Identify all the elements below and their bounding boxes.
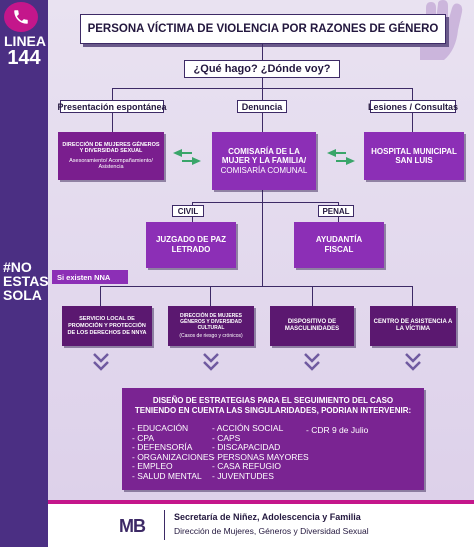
connector-line [262, 88, 263, 100]
connector-line [412, 286, 413, 306]
line-label: LINEA [4, 33, 46, 49]
strategies-column-1: - EDUCACIÓN - CPA - DEFENSORÍA - ORGANIZ… [132, 423, 215, 481]
logo-mark: MB [119, 516, 146, 536]
strategy-item: - DEFENSORÍA [132, 442, 193, 452]
chevron-down-icon [405, 353, 421, 371]
page-title: PERSONA VÍCTIMA DE VIOLENCIA POR RAZONES… [80, 14, 446, 44]
strategies-title: DISEÑO DE ESTRATEGIAS PARA EL SEGUIMIENT… [132, 396, 414, 416]
box-line: AYUDANTÍA [315, 235, 363, 244]
branch-label-spontaneous: Presentación espontánea [57, 100, 167, 113]
strategies-title-line: TENIENDO EN CUENTA LAS SINGULARIDADES, P… [134, 406, 412, 415]
box-line: JUZGADO DE PAZ [155, 235, 227, 244]
phone-icon [4, 2, 38, 32]
connector-line [312, 286, 313, 306]
connector-line [262, 112, 263, 132]
strategies-box: DISEÑO DE ESTRATEGIAS PARA EL SEGUIMIENT… [122, 388, 424, 490]
branch-label-injuries: Lesiones / Consultas [367, 100, 459, 113]
connector-line [112, 88, 113, 100]
box-line: SAN LUIS [395, 156, 433, 165]
strategy-item: - EMPLEO [132, 461, 173, 471]
connector-line [262, 202, 263, 286]
branch-label-complaint: Denuncia [237, 100, 287, 113]
hashtag-line: SOLA [3, 287, 42, 303]
connector-line [100, 286, 412, 287]
footer [48, 500, 474, 547]
strategies-title-line: DISEÑO DE ESTRATEGIAS PARA EL SEGUIMIENT… [152, 396, 394, 405]
hashtag-line: #NO [3, 259, 32, 275]
footer-divider [164, 510, 165, 540]
juzgado-box: JUZGADO DE PAZ LETRADO [146, 222, 236, 268]
connector-line [412, 88, 413, 100]
box-detail: Asesoramiento/ Acompañamiento/ Asistenci… [69, 157, 153, 171]
hashtag-no-estas-sola: #NO ESTAS SOLA [3, 259, 49, 303]
box-line: COMISARÍA COMUNAL [220, 165, 308, 175]
sidebar [0, 0, 48, 547]
ayudantia-box: AYUDANTÍA FISCAL [294, 222, 384, 268]
strategy-item: - JUVENTUDES [212, 470, 274, 481]
strategy-item: - ACCIÓN SOCIAL [212, 423, 284, 433]
connector-line [262, 78, 263, 88]
masculinidades-box: DISPOSITIVO DE MASCULINIDADES [270, 306, 354, 346]
connector-line [412, 112, 413, 132]
strategy-item: - DISCAPACIDAD [212, 442, 281, 452]
nna-tag: Si existen NNA [52, 270, 128, 284]
comisaria-box: COMISARÍA DE LA MUJER Y LA FAMILIA/ COMI… [212, 132, 316, 190]
strategy-item: - CAPS [212, 432, 241, 443]
strategy-item: - ORGANIZACIONES [132, 451, 215, 462]
civil-label: CIVIL [172, 205, 204, 217]
connector-line [192, 202, 338, 203]
direccion-diversidad-box: DIRECCIÓN DE MUJERES GÉNEROS Y DIVERSIDA… [168, 306, 254, 346]
connector-line [100, 286, 101, 306]
box-line: HOSPITAL MUNICIPAL [371, 146, 457, 156]
question-box: ¿Qué hago? ¿Dónde voy? [184, 60, 340, 78]
box-title: CENTRO DE ASISTENCIA A LA VÍCTIMA [373, 318, 453, 333]
connector-line [262, 44, 263, 60]
strategy-item: - CDR 9 de Julio [306, 425, 369, 435]
connector-line [112, 112, 113, 132]
footer-title: Secretaría de Niñez, Adolescencia y Fami… [174, 512, 361, 522]
direccion-mujeres-box: DIRECCIÓN DE MUJERES GÉNEROS Y DIVERSIDA… [58, 132, 164, 180]
box-detail: (Casos de riesgo y crónicos) [179, 333, 243, 339]
box-title: SERVICIO LOCAL DE PROMOCIÓN Y PROTECCIÓN… [67, 315, 147, 336]
penal-label: PENAL [318, 205, 354, 217]
bidirectional-arrow-icon [173, 149, 201, 165]
box-line: MUJER Y LA FAMILIA/ [221, 156, 307, 166]
box-line: LETRADO [171, 245, 211, 254]
servicio-local-box: SERVICIO LOCAL DE PROMOCIÓN Y PROTECCIÓN… [62, 306, 152, 346]
chevron-down-icon [93, 353, 109, 371]
box-title: DISPOSITIVO DE MASCULINIDADES [284, 318, 340, 333]
box-title: DIRECCIÓN DE MUJERES GÉNEROS Y DIVERSIDA… [62, 141, 160, 155]
connector-line [338, 216, 339, 222]
strategy-item: - EDUCACIÓN [132, 423, 189, 433]
box-line: COMISARÍA DE LA [228, 146, 300, 156]
strategy-item: - CASA REFUGIO [212, 461, 281, 471]
strategy-item: - SALUD MENTAL [132, 470, 202, 481]
strategies-column-2: - ACCIÓN SOCIAL - CAPS - DISCAPACIDAD - … [212, 423, 309, 481]
bidirectional-arrow-icon [327, 149, 355, 165]
hospital-box: HOSPITAL MUNICIPAL SAN LUIS [364, 132, 464, 180]
footer-accent-band [48, 500, 474, 504]
strategies-column-3: - CDR 9 de Julio [306, 425, 369, 436]
strategy-item: - CPA [132, 432, 155, 443]
hashtag-line: ESTAS [3, 273, 49, 289]
strategy-item: - PERSONAS MAYORES [212, 451, 309, 462]
connector-line [262, 190, 263, 202]
box-title: DIRECCIÓN DE MUJERES GÉNEROS Y DIVERSIDA… [180, 313, 242, 331]
centro-asistencia-box: CENTRO DE ASISTENCIA A LA VÍCTIMA [370, 306, 456, 346]
line-number: 144 [7, 47, 41, 69]
municipality-logo: MB [110, 508, 154, 544]
chevron-down-icon [304, 353, 320, 371]
footer-subtitle: Dirección de Mujeres, Géneros y Diversid… [174, 526, 369, 536]
connector-line [192, 216, 193, 222]
connector-line [210, 286, 211, 306]
chevron-down-icon [203, 353, 219, 371]
box-line: FISCAL [324, 245, 354, 254]
